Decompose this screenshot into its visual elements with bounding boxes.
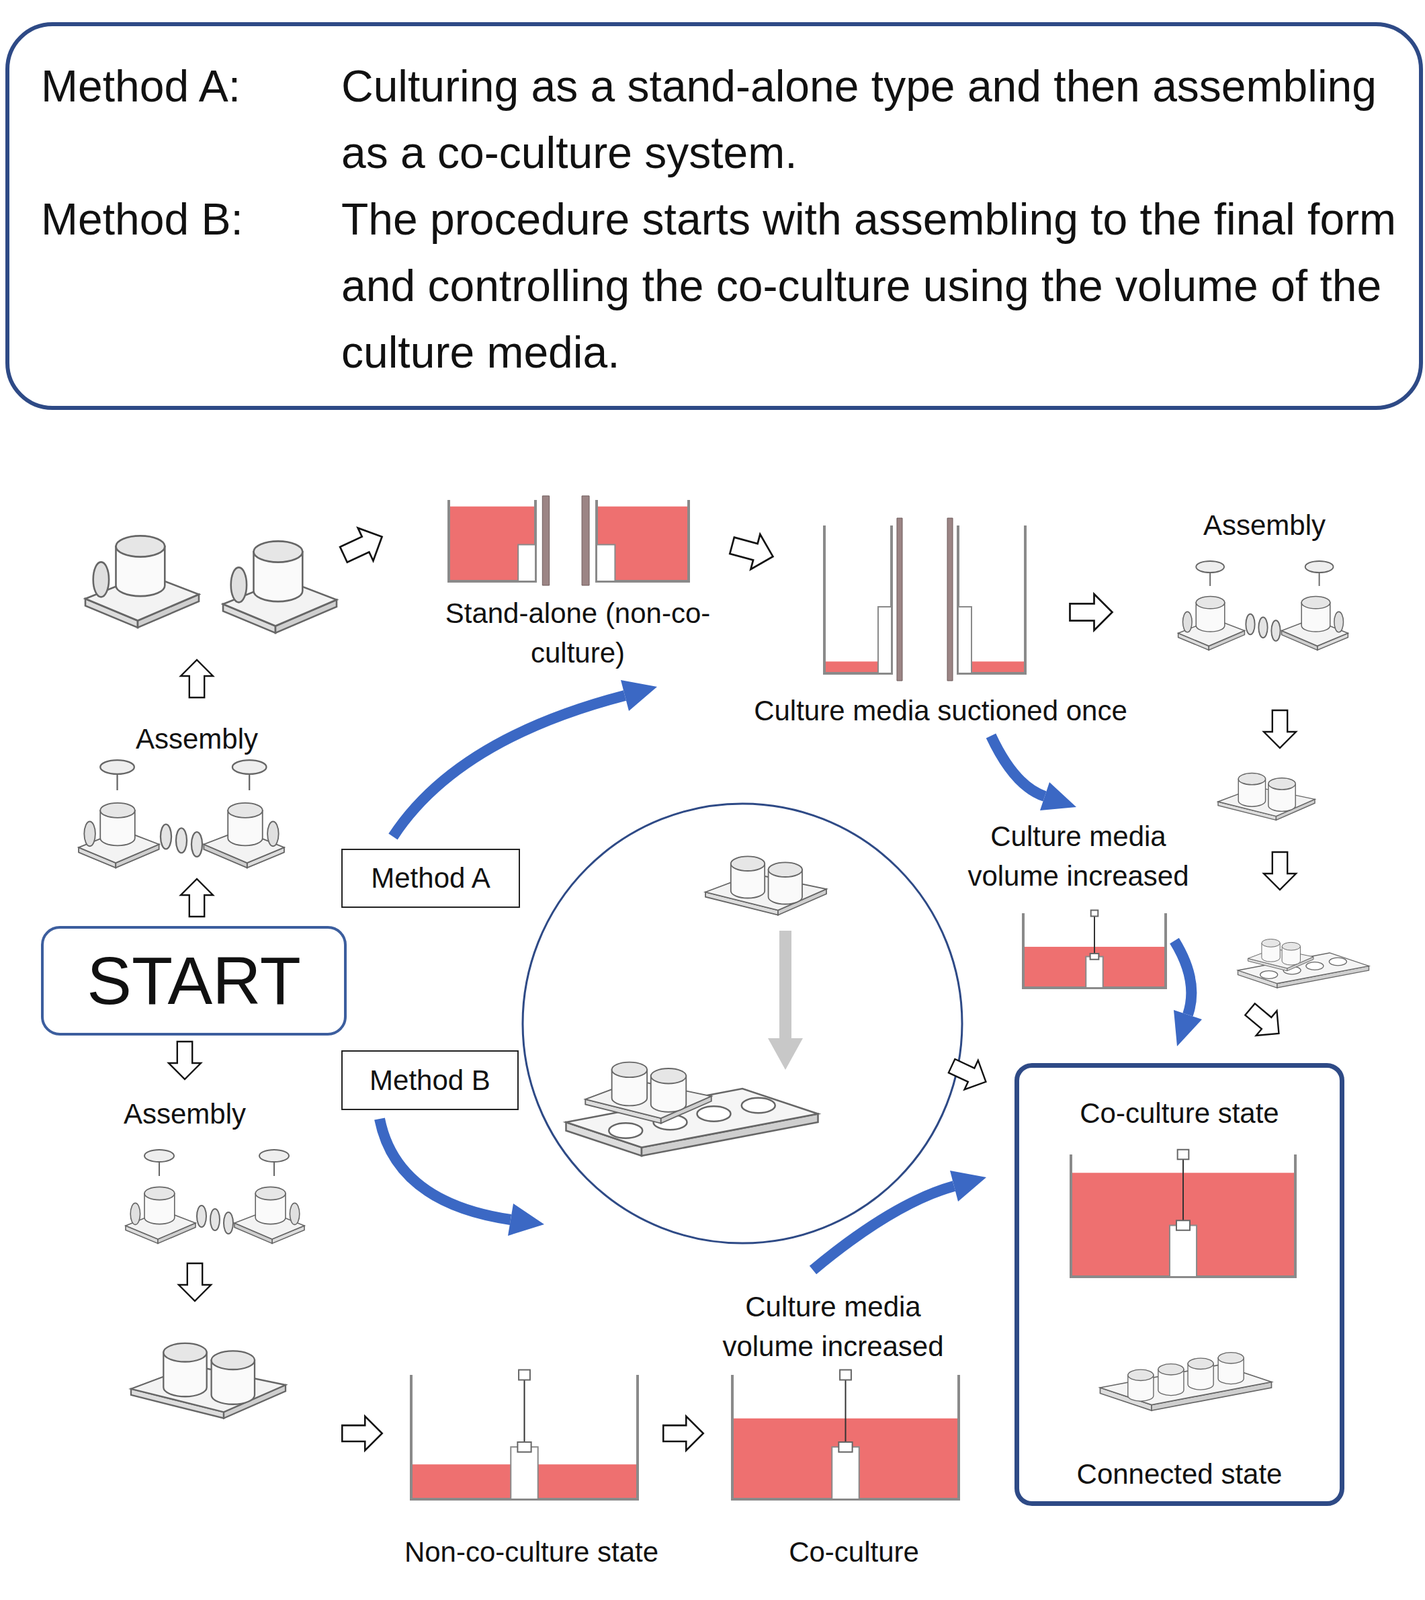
method-box: Method B bbox=[341, 1050, 519, 1110]
device-exploded bbox=[125, 1149, 305, 1243]
step-arrow bbox=[1263, 710, 1297, 748]
start-box: START bbox=[40, 925, 347, 1036]
device-exploded bbox=[1178, 560, 1349, 650]
cross-section bbox=[732, 1369, 959, 1499]
annotation-label: Non-co-culture state bbox=[401, 1532, 662, 1573]
annotation-label: Co-culture bbox=[786, 1532, 922, 1573]
cross-section bbox=[411, 1369, 638, 1499]
device-exploded bbox=[78, 759, 285, 868]
annotation-label: Culture media volume increased bbox=[696, 1287, 971, 1367]
step-arrow bbox=[168, 1041, 201, 1079]
step-arrow bbox=[180, 878, 213, 917]
box-text: Method A bbox=[370, 861, 490, 895]
step-arrow bbox=[727, 528, 779, 574]
device-unit bbox=[223, 540, 337, 633]
flow-arrows bbox=[379, 695, 1192, 1270]
flow-arrow bbox=[1174, 940, 1192, 1015]
device-connected bbox=[1100, 1352, 1272, 1411]
device-pair bbox=[1218, 773, 1315, 821]
device-on-plate bbox=[1238, 939, 1370, 988]
center-circle bbox=[522, 803, 963, 1243]
cross-section bbox=[947, 517, 1026, 681]
result-box: Co-culture stateConnected state bbox=[1014, 1062, 1345, 1506]
step-arrow bbox=[335, 520, 390, 572]
cross-section bbox=[1070, 1149, 1296, 1277]
flow-arrow-head bbox=[1173, 1009, 1202, 1047]
flow-arrow-head bbox=[950, 1170, 987, 1202]
step-arrow bbox=[341, 1416, 383, 1451]
grey-arrow-head bbox=[767, 1038, 803, 1070]
grey-arrow-shaft bbox=[779, 930, 792, 1039]
method-name: Method A: bbox=[40, 53, 342, 187]
annotation-label: Stand-alone (non-co-culture) bbox=[440, 593, 715, 674]
flow-arrow bbox=[393, 695, 625, 837]
box-text: Method B bbox=[369, 1064, 491, 1097]
step-arrow bbox=[1070, 593, 1113, 631]
device-pair bbox=[131, 1343, 286, 1419]
method-summary-box: Method A:Culturing as a stand-alone type… bbox=[5, 22, 1423, 410]
step-arrow bbox=[944, 1050, 993, 1096]
method-box: Method A bbox=[341, 848, 521, 908]
flow-arrow bbox=[812, 1185, 955, 1270]
method-description: Culturing as a stand-alone type and then… bbox=[341, 53, 1406, 187]
device-unit bbox=[85, 535, 199, 628]
annotation-label: Assembly bbox=[1200, 505, 1329, 546]
cross-section bbox=[824, 517, 903, 681]
step-arrow bbox=[1263, 851, 1297, 890]
flow-arrow bbox=[379, 1118, 511, 1220]
annotation-label: Culture media suctioned once bbox=[751, 691, 1131, 731]
flow-arrow-head bbox=[620, 679, 658, 711]
annotation-label: Assembly bbox=[120, 1094, 249, 1135]
method-name: Method B: bbox=[40, 186, 342, 386]
step-arrow bbox=[178, 1263, 211, 1301]
flow-arrow-head bbox=[1040, 782, 1077, 811]
box-text: Connected state bbox=[1072, 1457, 1287, 1491]
device-on-plate bbox=[566, 1062, 819, 1156]
cross-section bbox=[1023, 910, 1166, 988]
method-description: The procedure starts with assembling to … bbox=[341, 186, 1406, 386]
box-text: START bbox=[86, 941, 301, 1020]
annotation-label: Culture media volume increased bbox=[941, 816, 1216, 897]
flow-arrow bbox=[990, 735, 1045, 797]
flow-arrow-head bbox=[507, 1203, 545, 1236]
device-pair bbox=[705, 855, 827, 915]
cross-section bbox=[581, 495, 689, 586]
box-text: Co-culture state bbox=[1075, 1097, 1283, 1130]
step-arrow bbox=[663, 1416, 704, 1451]
annotation-label: Assembly bbox=[133, 719, 261, 760]
step-arrow bbox=[180, 659, 213, 698]
step-arrow bbox=[1239, 997, 1290, 1047]
cross-section bbox=[448, 495, 550, 586]
flow-arrow-heads bbox=[507, 679, 1202, 1236]
